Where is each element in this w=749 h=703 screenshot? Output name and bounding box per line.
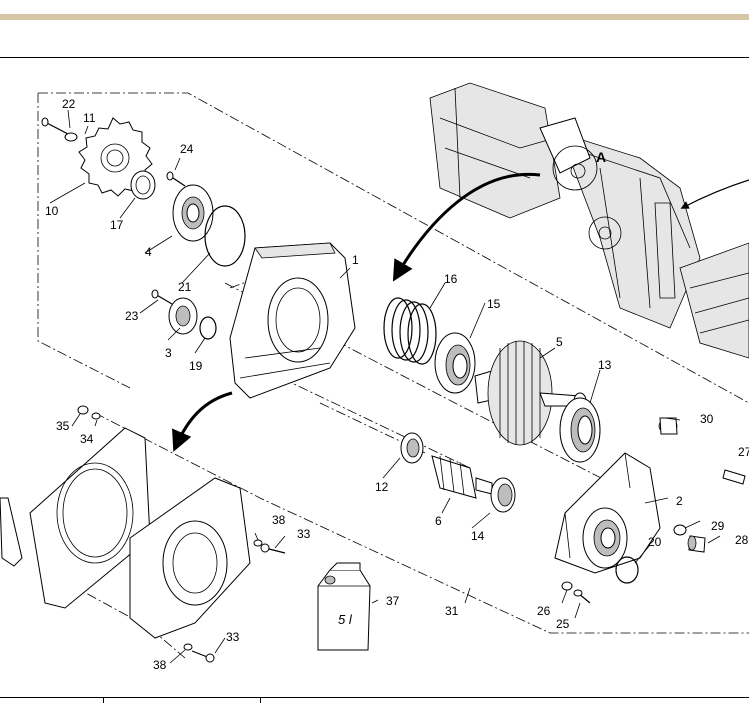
callout-23: 23 (125, 309, 139, 323)
gearbox-bracket (129, 477, 251, 639)
bearing-12 (400, 432, 424, 464)
leader-lines (49, 109, 721, 664)
header-band (0, 14, 749, 20)
dowel-pin-27 (722, 469, 746, 485)
callout-2: 2 (676, 494, 683, 508)
bolt-33-upper (253, 539, 286, 554)
footer-divider (0, 697, 749, 698)
callout-27: 27 (738, 445, 749, 459)
flange-screw (166, 171, 186, 187)
gear-housing (229, 242, 356, 399)
oil-jug-label: 5 l (338, 612, 353, 627)
callout-1: 1 (352, 253, 359, 267)
callout-6: 6 (435, 514, 442, 528)
detail-a-label: A (596, 149, 606, 165)
callout-26: 26 (537, 604, 551, 618)
callout-33-upper: 33 (297, 527, 311, 541)
bearing-flange (172, 184, 214, 242)
detail-arrow-main (392, 172, 541, 282)
callout-24: 24 (180, 142, 194, 156)
callout-3: 3 (165, 346, 172, 360)
pinion-shaft (431, 455, 493, 499)
callout-4: 4 (145, 245, 152, 259)
header-divider (0, 57, 749, 58)
callout-33-lower: 33 (226, 630, 240, 644)
exploded-parts-diagram: 5 l 22 11 10 17 24 4 21 23 3 19 1 16 15 … (0, 82, 749, 672)
callout-11: 11 (83, 111, 96, 125)
callout-17: 17 (110, 218, 124, 232)
callout-34: 34 (80, 432, 94, 446)
callout-14: 14 (471, 529, 485, 543)
machine-context-view (429, 82, 749, 359)
bearing-14 (490, 477, 516, 513)
callout-35: 35 (56, 419, 70, 433)
plug-30 (658, 417, 678, 435)
cover-screw (561, 581, 591, 604)
assembly-boundary-lower (94, 412, 749, 634)
assembly-boundary-upper (37, 92, 749, 404)
spacer-ring (130, 170, 156, 200)
side-link (0, 497, 23, 567)
callout-19: 19 (189, 359, 203, 373)
o-ring-20 (615, 556, 639, 584)
callout-21: 21 (178, 280, 192, 294)
callout-16: 16 (444, 272, 458, 286)
nut-35 (77, 405, 89, 415)
callout-31: 31 (445, 604, 459, 618)
housing-arrow (172, 391, 233, 452)
callout-29: 29 (711, 519, 725, 533)
callout-38-lower: 38 (153, 658, 167, 672)
bearing-13 (559, 397, 601, 463)
callout-38-upper: 38 (272, 513, 286, 527)
bearing-flange-small (168, 297, 198, 335)
callout-20: 20 (648, 535, 662, 549)
callout-12: 12 (375, 480, 389, 494)
bearing-15 (434, 332, 476, 394)
oil-jug: 5 l (317, 562, 371, 651)
spring-pack (383, 297, 437, 365)
plug-28 (687, 535, 706, 553)
footer-column-divider-2 (260, 697, 261, 703)
callout-28: 28 (735, 533, 749, 547)
bolt-33-lower (183, 643, 215, 663)
callout-13: 13 (598, 358, 612, 372)
callout-15: 15 (487, 297, 501, 311)
cover-housing (554, 452, 661, 574)
callout-10: 10 (45, 204, 59, 218)
seal-29 (673, 524, 687, 536)
sprocket-bolt (41, 117, 78, 142)
callout-5: 5 (556, 335, 563, 349)
small-flange-screw (151, 289, 173, 305)
callout-37: 37 (386, 594, 400, 608)
o-ring-large (204, 205, 246, 267)
callout-25: 25 (556, 617, 570, 631)
o-ring-small (199, 316, 217, 340)
detail-arrow-right (680, 179, 749, 209)
washer-34 (91, 412, 101, 420)
callout-22: 22 (62, 97, 76, 111)
footer-column-divider-1 (103, 697, 104, 703)
callout-30: 30 (700, 412, 714, 426)
